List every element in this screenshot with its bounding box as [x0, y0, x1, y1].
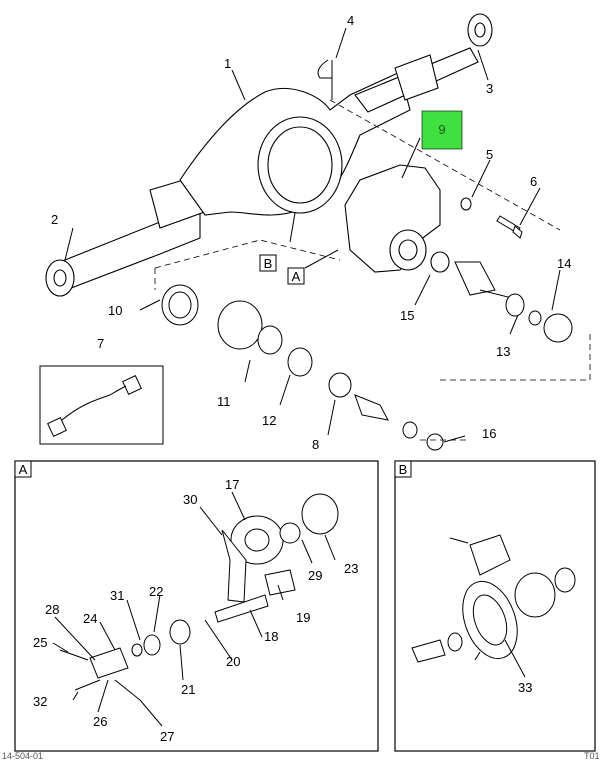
pinion-assembly [454, 261, 573, 343]
callout-1: 1 [224, 56, 231, 71]
callout-9: 9 [438, 122, 445, 137]
detail-a-leader-lines [52, 491, 336, 727]
callout-32: 32 [33, 694, 47, 709]
ref-tag-a [287, 267, 305, 285]
axle-housing [45, 13, 493, 297]
callout-3: 3 [486, 81, 493, 96]
detail-box-b-tag [394, 460, 412, 478]
callout-15: 15 [400, 308, 414, 323]
highlight-box [421, 110, 463, 150]
callout-19: 19 [296, 610, 310, 625]
callout-13: 13 [496, 344, 510, 359]
callout-18: 18 [264, 629, 278, 644]
callout-4: 4 [347, 13, 354, 28]
detail-a-parts [59, 493, 339, 701]
callout-22: 22 [149, 584, 163, 599]
footer-right: T01 [584, 751, 600, 761]
ref-tag-b-label: B [264, 256, 273, 271]
callout-30: 30 [183, 492, 197, 507]
callout-20: 20 [226, 654, 240, 669]
callout-33-leader [504, 639, 526, 678]
detail-box-a-label: A [19, 462, 28, 477]
callout-5: 5 [486, 147, 493, 162]
callout-12: 12 [262, 413, 276, 428]
callout-14: 14 [557, 256, 571, 271]
leader-lines [64, 27, 561, 443]
callout-2: 2 [51, 212, 58, 227]
callout-10: 10 [108, 303, 122, 318]
callout-33: 33 [518, 680, 532, 695]
callout-23: 23 [344, 561, 358, 576]
sensor-part [317, 59, 333, 100]
callout-11: 11 [217, 394, 231, 409]
callout-17: 17 [225, 477, 239, 492]
ref-tag-b [259, 254, 277, 272]
callout-8: 8 [312, 437, 319, 452]
detail-box-a [14, 460, 379, 752]
callout-31: 31 [110, 588, 124, 603]
callout-16: 16 [482, 426, 496, 441]
callout-26: 26 [93, 714, 107, 729]
callout-27: 27 [160, 729, 174, 744]
differential-carrier [344, 164, 450, 273]
callout-29: 29 [308, 568, 322, 583]
ref-tag-a-label: A [292, 269, 301, 284]
callout-25: 25 [33, 635, 47, 650]
lower-exploded-parts [161, 284, 444, 451]
footer-left: 14-504-01 [2, 751, 43, 761]
detail-box-b-label: B [399, 462, 408, 477]
harness-connector [47, 375, 142, 437]
callout-7: 7 [97, 336, 104, 351]
callout-21: 21 [181, 682, 195, 697]
detail-box-a-tag [14, 460, 32, 478]
callout-24: 24 [83, 611, 97, 626]
detail-box-b [394, 460, 596, 752]
ring-gear-assembly [411, 534, 576, 663]
washer-and-bolt [460, 197, 523, 239]
explode-guides [154, 99, 591, 441]
callout-28: 28 [45, 602, 59, 617]
callout-6: 6 [530, 174, 537, 189]
